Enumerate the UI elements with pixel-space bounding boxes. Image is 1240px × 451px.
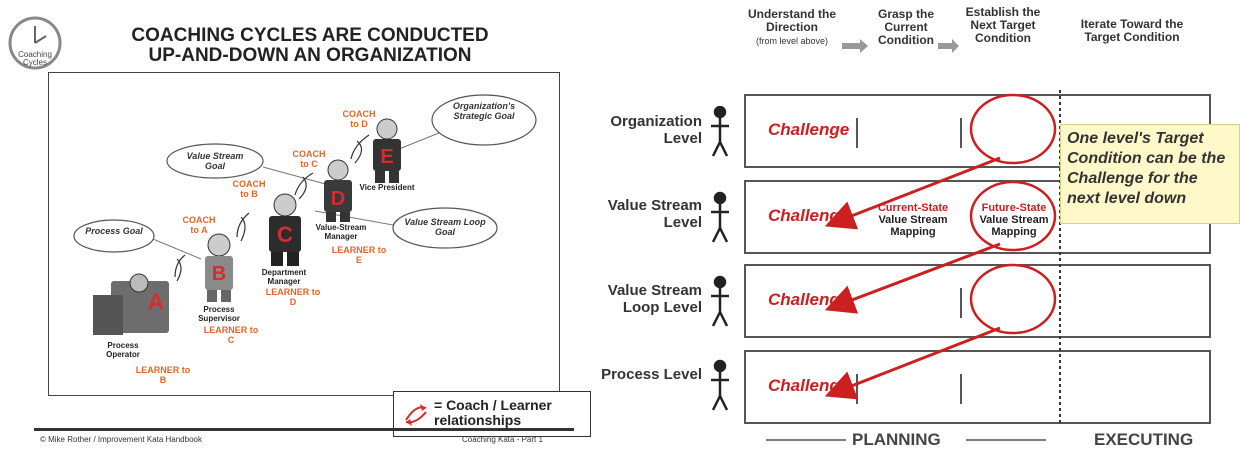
row-vs-loop: Challenge [744,264,1211,338]
executing-label: EXECUTING [1094,430,1194,449]
target-condition-overlay [766,90,1061,441]
divider [856,118,858,148]
letter-e: E [380,146,393,168]
header-understand-sub: (from level above) [755,36,829,46]
learner-d: LEARNER to E [331,245,387,265]
left-slide: Coaching Cycles COACHING CYCLES ARE COND… [0,0,591,451]
figure-d [324,159,352,222]
vs-loop-goal-cloud [392,207,498,249]
process-goal-text: Process Goal [85,226,143,236]
role-d: Value-Stream Manager [315,223,367,241]
coach-to-b: COACH to B [232,179,266,199]
person-icon-1 [711,106,729,157]
vs-goal-text: Value Stream Goal [186,151,244,171]
figures-graphic: A B C D E [73,94,537,335]
strategic-goal-text: Organization's Strategic Goal [452,101,516,121]
level-value-stream: Value Stream Level [607,197,702,231]
target-ellipse-vs-loop [969,263,1057,335]
letter-c: C [277,222,293,247]
challenge-organization: Challenge [768,120,850,139]
footer-page: Coaching Kata - Part 1 [462,435,543,444]
target-condition-note: One level's Target Condition can be the … [1060,124,1240,224]
future-state-mapping: Future-State Value Stream Mapping [974,202,1054,238]
header-understand: Understand the Direction (from level abo… [740,8,844,48]
footer-rule [34,428,574,431]
learner-a: LEARNER to B [135,365,191,385]
header-arrows [842,39,959,53]
role-a: Process Operator [106,341,140,359]
row-process: Challenge [744,350,1211,424]
right-slide: Understand the Direction (from level abo… [590,0,1240,451]
divider [960,288,962,318]
letter-d: D [331,188,345,210]
coach-to-c: COACH to C [292,149,326,169]
header-iterate: Iterate Toward the Target Condition [1080,17,1184,44]
learner-c: LEARNER to D [265,287,321,307]
strategic-goal-cloud [431,94,537,146]
planning-label: PLANNING [852,430,941,449]
current-state-label: Current-State [877,202,949,214]
coach-to-a: COACH to A [182,215,216,235]
role-b: Process Supervisor [198,305,240,323]
role-c: Department Manager [261,268,307,286]
legend-text: = Coach / Learner relationships [434,397,552,428]
level-vs-loop: Value Stream Loop Level [607,282,702,316]
coaching-diagram: A B C D E Organization's Strategic Goal … [48,72,591,437]
header-grasp: Grasp the Current Condition [877,7,934,47]
person-icon-2 [711,191,729,243]
vs-loop-goal-text: Value Stream Loop Goal [404,217,486,237]
target-ellipse-organization [969,93,1057,165]
divider [960,374,962,404]
target-ellipse-value-stream [969,180,1057,252]
title-line-1: COACHING CYCLES ARE CONDUCTED [131,25,489,46]
letter-a: A [148,289,164,314]
process-goal-cloud [73,219,155,253]
arrow-org-to-vs [824,156,1001,230]
figure-a [93,273,169,335]
level-organization: Organization Level [610,113,702,147]
person-icons [711,106,729,411]
svg-text:Coaching: Coaching [18,50,52,59]
arrow-loop-to-process [824,326,1001,400]
divider [960,118,962,148]
coach-to-d: COACH to D [342,109,376,129]
figure-b [205,233,233,302]
person-icon-3 [711,275,729,327]
header-establish: Establish the Next Target Condition [965,5,1041,45]
value-stream-goal-cloud [166,143,264,179]
arrow-right-icon-2 [938,39,959,53]
title-line-2: UP-AND-DOWN AN ORGANIZATION [148,45,472,66]
arrow-right-icon-1 [842,39,868,53]
future-state-label: Future-State [981,202,1047,214]
slide-title: COACHING CYCLES ARE CONDUCTED UP-AND-DOW… [100,26,520,66]
arrow-vs-to-loop [824,242,1001,314]
figure-e [373,118,401,183]
current-state-mapping: Current-State Value Stream Mapping [864,202,962,238]
learner-b: LEARNER to C [203,325,259,345]
future-state-sub: Value Stream Mapping [979,214,1049,238]
coach-learner-arrows-icon [405,404,427,426]
role-e: Vice President [359,183,415,192]
figure-c [269,193,301,266]
footer-credit: © Mike Rother / Improvement Kata Handboo… [40,435,202,444]
coaching-cycles-clock-icon: Coaching Cycles [8,16,62,70]
person-icon-4 [711,359,729,411]
letter-b: B [212,263,226,285]
svg-text:Cycles: Cycles [23,58,47,67]
current-state-sub: Value Stream Mapping [878,214,948,238]
header-understand-title: Understand the Direction [747,7,836,34]
level-process: Process Level [601,366,702,383]
